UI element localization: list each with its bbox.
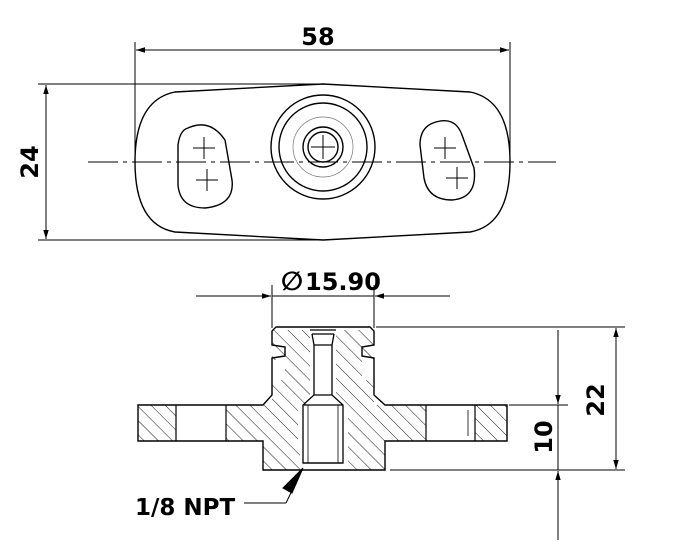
section-outline [137,326,508,471]
diameter-symbol: ∅ [281,267,303,297]
section-hatch [138,330,507,470]
thread-leader [244,467,304,504]
thread-callout-label: 1/8 NPT [135,495,236,521]
width-dimension [134,42,511,160]
top-view [88,83,556,241]
center-boss [270,94,376,200]
flange-edges [175,405,476,441]
height-dimension [38,83,323,241]
left-slot [177,124,233,209]
overall-height-label: 22 [582,383,610,416]
flange-height-dimension [509,330,568,540]
internal-bore [302,329,344,464]
diameter-dimension [196,285,450,328]
flange-outline [134,83,511,241]
flange-height-label: 10 [530,420,558,453]
diameter-dimension-label: 15.90 [305,268,381,296]
width-dimension-label: 58 [301,23,334,51]
height-dimension-label: 24 [16,145,44,178]
section-view [137,326,508,471]
overall-height-dimension [376,326,625,471]
right-slot [419,120,476,201]
